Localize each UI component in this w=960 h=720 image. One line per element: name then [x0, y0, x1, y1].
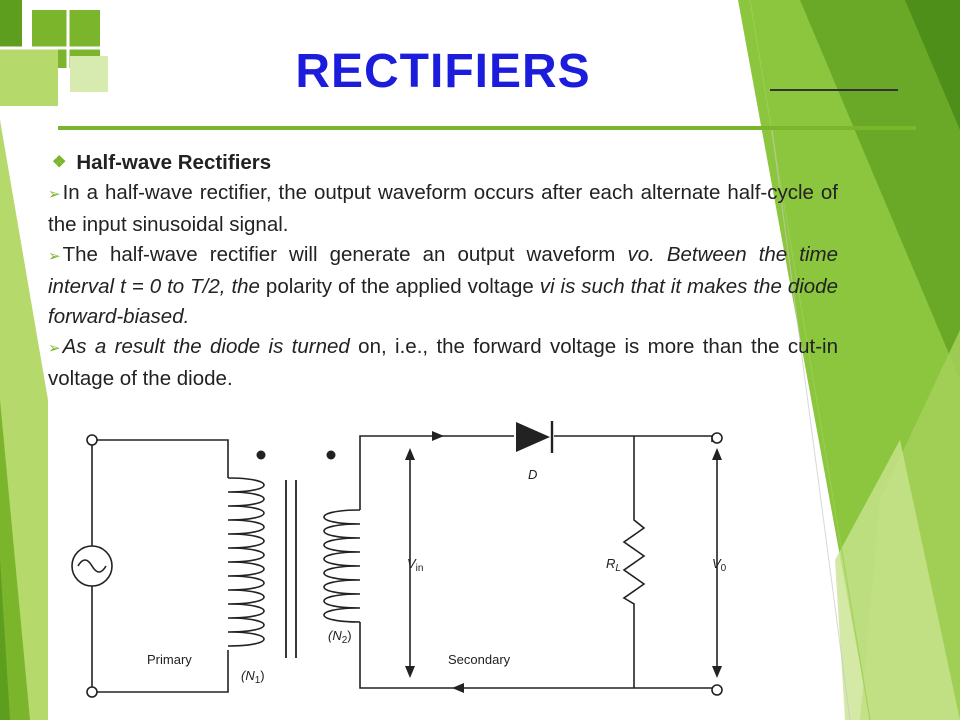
- heading-text: Half-wave Rectifiers: [76, 151, 272, 174]
- half-wave-rectifier-circuit: D Vin RL V0 Primary Secondary (N1) (N2): [71, 421, 727, 698]
- load-label: RL: [606, 556, 621, 574]
- bullet-list: ➢In a half-wave rectifier, the output wa…: [48, 178, 838, 394]
- current-arrow-icon: [452, 683, 464, 693]
- bullet-text: In a half-wave rectifier, the output wav…: [48, 181, 838, 236]
- arrow-bullet-icon: ➢: [48, 248, 61, 265]
- input-terminal-top: [86, 434, 98, 446]
- bullet-text: polarity of the applied voltage: [259, 275, 540, 298]
- bullet-text: vi is such that it makes the diode forwa…: [48, 275, 838, 328]
- n2-label: (N2): [328, 628, 352, 646]
- ac-source-icon: [71, 545, 113, 587]
- secondary-coil: [323, 509, 361, 623]
- bullet-item: ➢In a half-wave rectifier, the output wa…: [48, 178, 838, 240]
- n1-label: (N1): [241, 668, 265, 686]
- decor-shard: [835, 440, 960, 720]
- output-terminal-bottom: [711, 684, 723, 696]
- decor-square: [0, 0, 22, 48]
- primary-coil: [227, 477, 265, 647]
- arrow-bullet-icon: ➢: [48, 340, 61, 357]
- diode-label: D: [528, 467, 537, 482]
- bullet-text: As a result the diode is turned: [62, 335, 350, 358]
- decor-shard: [905, 0, 960, 130]
- load-resistor: [622, 436, 646, 688]
- slide-body: ❖ Half-wave Rectifiers ➢In a half-wave r…: [48, 148, 838, 394]
- decor-shard: [0, 400, 30, 720]
- bullet-item: ➢As a result the diode is turned on, i.e…: [48, 332, 838, 394]
- decor-shard: [800, 0, 960, 380]
- bullet-text: The half-wave rectifier will generate an…: [62, 243, 628, 266]
- polarity-dot-icon: [256, 450, 266, 460]
- decor-square: [0, 48, 58, 106]
- slide-title: RECTIFIERS: [295, 45, 591, 98]
- secondary-label: Secondary: [448, 652, 511, 667]
- arrow-bullet-icon: ➢: [48, 186, 61, 203]
- section-heading: ❖ Half-wave Rectifiers: [52, 148, 838, 178]
- vout-label: V0: [712, 556, 727, 574]
- primary-label: Primary: [147, 652, 192, 667]
- diode-icon: [516, 422, 550, 452]
- bullet-text: vo. Between the time interval t = 0 to T…: [48, 243, 838, 298]
- current-arrow-icon: [432, 431, 444, 441]
- diamond-bullet-icon: ❖: [52, 154, 67, 171]
- output-terminal-top: [711, 432, 723, 444]
- decor-square: [70, 56, 108, 92]
- bullet-item: ➢The half-wave rectifier will generate a…: [48, 240, 838, 332]
- vin-label: Vin: [407, 556, 423, 574]
- polarity-dot-icon: [326, 450, 336, 460]
- decor-shard: [0, 560, 10, 720]
- bullet-text: on, i.e., the forward voltage is more th…: [48, 335, 838, 390]
- input-terminal-bottom: [86, 686, 98, 698]
